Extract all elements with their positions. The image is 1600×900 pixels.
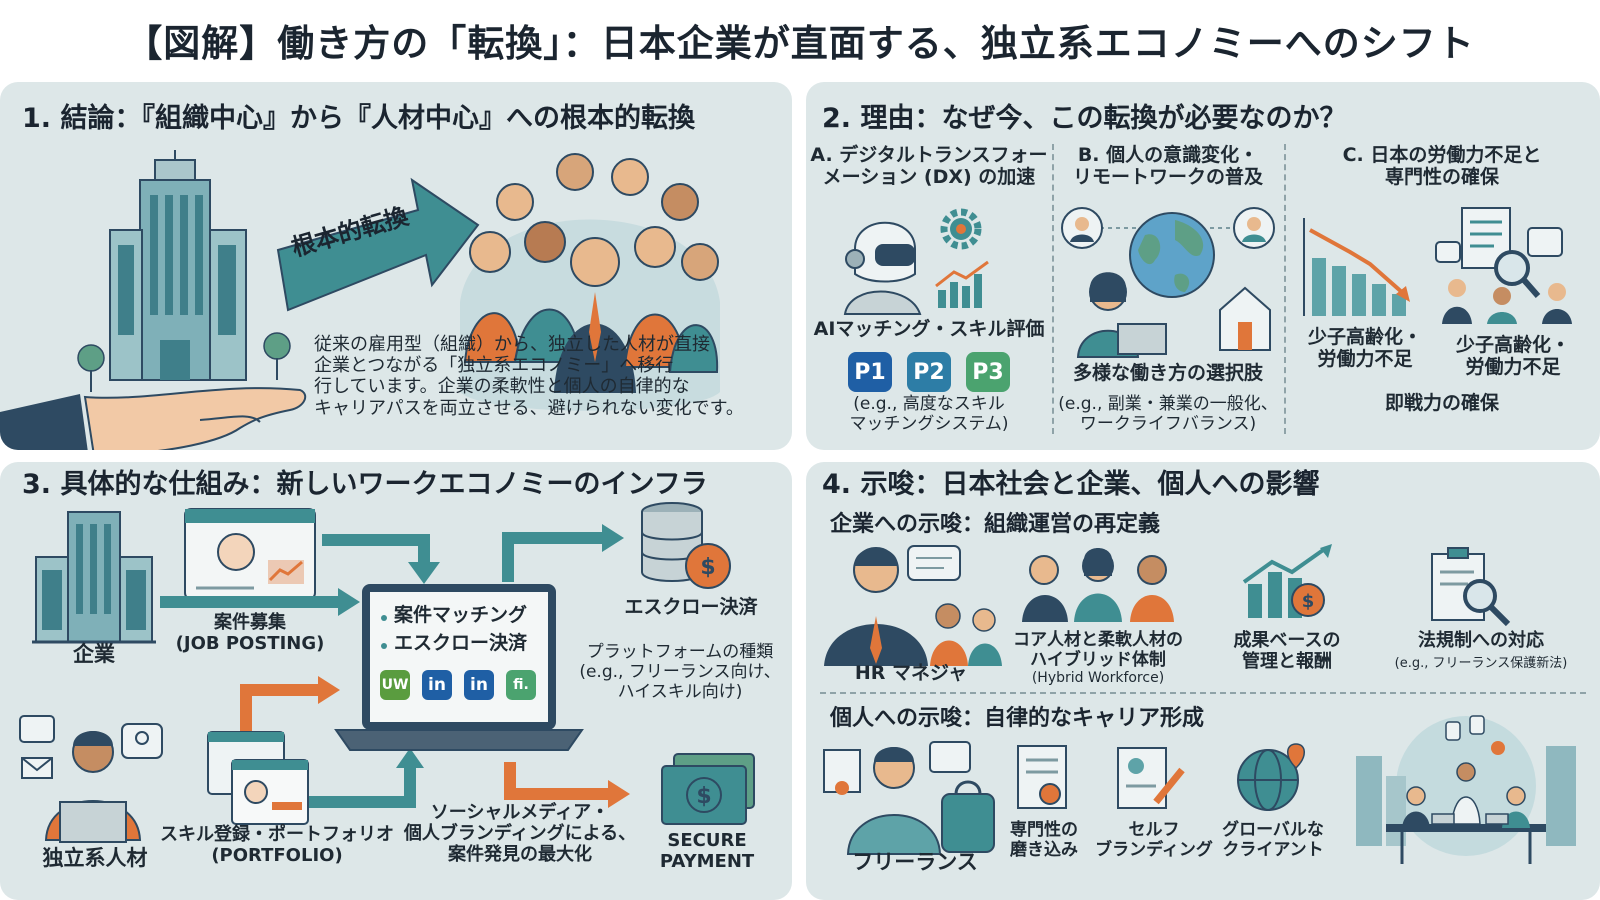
people-group-icon	[460, 153, 720, 411]
hybrid-en-label: (Hybrid Workforce)	[1031, 670, 1165, 686]
hr-manager-icon	[824, 545, 1002, 666]
section-3-heading: 3. 具体的な仕組み：新しいワークエコノミーのインフラ	[22, 469, 708, 500]
section-reasons: 2. 理由：なぜ今、この転換が必要なのか？ A. デジタルトランスフォー メーシ…	[806, 82, 1600, 450]
results-growth-icon: $	[1242, 544, 1332, 618]
profile-edit-icon	[1117, 747, 1185, 809]
portfolio-cards-icon	[207, 731, 309, 825]
reason-c-caption: 即戦力の確保	[1384, 392, 1499, 414]
flow-arrows	[160, 524, 630, 808]
badge-p3: P3	[966, 352, 1010, 392]
portfolio-label: スキル登録・ポートフォリオ (PORTFOLIO)	[160, 824, 394, 867]
corporate-implications-subheading: 企業への示唆：組織運営の再定義	[830, 512, 1161, 537]
remote-worker-icon	[1076, 272, 1167, 358]
freelance-person-icon	[823, 741, 995, 855]
branding-label: セルフ ブランディング	[1095, 820, 1213, 861]
hybrid-team-icon	[1022, 548, 1174, 622]
social-branding-label: ソーシャルメディア・ 個人ブランディングによる、 案件発見の最大化	[403, 802, 637, 866]
legal-document-search-icon	[1431, 547, 1511, 627]
section-divider	[820, 692, 1586, 694]
freelancer-label: 独立系人材	[42, 846, 148, 870]
platform-logo-linkedin: in	[464, 670, 494, 700]
page-title: 【図解】働き方の「転換」：日本企業が直面する、独立系エコノミーへのシフト	[125, 22, 1475, 65]
certificate-icon	[1017, 745, 1067, 809]
column-divider	[1052, 144, 1054, 434]
hr-manager-label: HR マネジャ	[854, 662, 968, 684]
reason-b-caption: 多様な働き方の選択肢	[1072, 362, 1263, 384]
individual-implications-subheading: 個人への示唆：自律的なキャリア形成	[830, 706, 1205, 731]
reason-c-label-1: 少子高齢化・ 労働力不足	[1307, 326, 1422, 371]
platform-types-label: プラットフォームの種類 (e.g., フリーランス向け、 ハイスキル向け)	[579, 642, 781, 703]
remote-work-globe-icon	[1061, 207, 1275, 351]
tree-icon	[263, 332, 291, 380]
escrow-database-icon: $	[641, 502, 731, 589]
global-client-icon	[1237, 743, 1305, 811]
freelance-label: フリーランス	[852, 850, 978, 874]
reason-a-note: (e.g., 高度なスキル マッチングシステム)	[849, 394, 1009, 435]
open-hand-icon	[0, 387, 307, 450]
badge-p1: P1	[848, 352, 892, 392]
section-mechanism: 3. 具体的な仕組み：新しいワークエコノミーのインフラ 企業 案件募集 (JOB…	[0, 462, 792, 900]
section-2-heading: 2. 理由：なぜ今、この転換が必要なのか？	[822, 103, 1347, 134]
reason-c-title: C. 日本の労働力不足と 専門性の確保	[1342, 144, 1542, 189]
expertise-label: 専門性の 磨き込み	[1010, 820, 1078, 861]
job-posting-screen-icon	[184, 508, 316, 600]
reason-b-note: (e.g., 副業・兼業の一般化、 ワークライフバランス)	[1058, 394, 1278, 435]
badge-p2: P2	[907, 352, 951, 392]
section-implications: 4. 示唆：日本社会と企業、個人への影響 企業への示唆：組織運営の再定義 HR …	[806, 462, 1600, 900]
job-posting-label: 案件募集 (JOB POSTING)	[175, 612, 325, 655]
svg-text:$: $	[696, 784, 711, 809]
conclusion-text: 従来の雇用型（組織）から、独立した人材が直接 企業とつながる「独立系エコノミー」…	[314, 334, 744, 419]
secure-payment-icon: $	[661, 753, 755, 825]
legal-note: (e.g., フリーランス保護新法)	[1394, 656, 1568, 671]
growth-chart-icon	[935, 260, 989, 308]
reason-a-title: A. デジタルトランスフォー メーション (DX) の加速	[810, 144, 1048, 189]
reason-c-label-2: 少子高齢化・ 労働力不足	[1455, 334, 1570, 379]
transformation-arrow	[276, 177, 480, 312]
escrow-label: エスクロー決済	[624, 596, 758, 618]
company-building-icon	[32, 511, 156, 644]
platform-logo-linkedin: in	[422, 670, 452, 700]
svg-text:$: $	[700, 555, 715, 580]
legal-label: 法規制への対応	[1418, 630, 1544, 651]
tree-icon	[77, 344, 105, 392]
column-divider	[1284, 144, 1286, 434]
freelancer-icon	[19, 715, 163, 843]
section-4-heading: 4. 示唆：日本社会と企業、個人への影響	[822, 469, 1320, 500]
gear-icon	[940, 208, 982, 250]
coworking-scene-icon	[1356, 715, 1576, 864]
ai-robot-icon	[843, 221, 922, 315]
talent-search-icon	[1435, 207, 1572, 324]
section-conclusion: 1. 結論：『組織中心』から『人材中心』への根本的転換 根本的転換	[0, 82, 792, 450]
global-label: グローバルな クライアント	[1222, 820, 1324, 861]
screen-item-escrow: エスクロー決済	[394, 632, 528, 654]
section-1-heading: 1. 結論：『組織中心』から『人材中心』への根本的転換	[22, 103, 695, 134]
svg-text:$: $	[1302, 591, 1315, 612]
corporate-building-icon	[109, 150, 247, 381]
secure-payment-label: SECURE PAYMENT	[659, 830, 755, 873]
company-label: 企業	[73, 642, 115, 666]
screen-item-matching: 案件マッチング	[394, 604, 528, 626]
platform-logo-uw: UW	[380, 670, 410, 700]
results-label: 成果ベースの 管理と報酬	[1233, 630, 1341, 673]
reason-b-title: B. 個人の意識変化・ リモートワークの普及	[1072, 144, 1263, 189]
declining-chart-icon	[1303, 218, 1410, 316]
hybrid-label: コア人材と柔軟人材の ハイブリッド体制	[1013, 630, 1183, 671]
reason-a-caption: AIマッチング・スキル評価	[813, 318, 1045, 340]
platform-logo-fi: fi.	[506, 670, 536, 700]
